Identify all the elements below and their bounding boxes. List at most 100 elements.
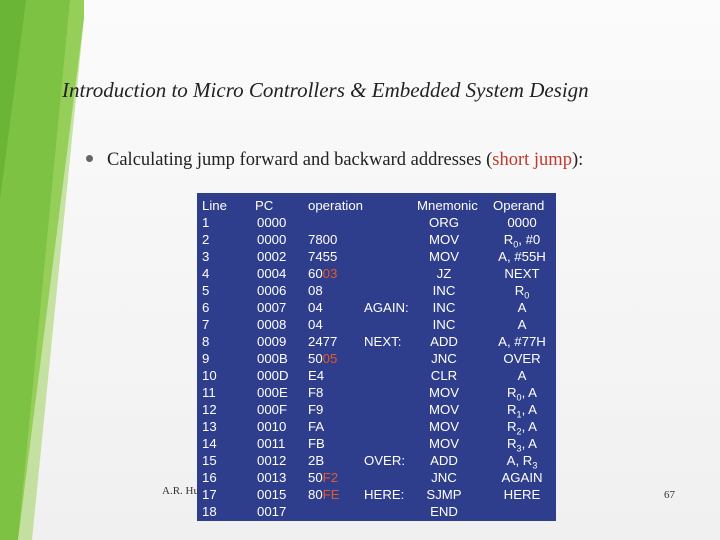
- cell-line: 8: [202, 334, 210, 349]
- cell-line: 18: [202, 504, 217, 519]
- header-pc: PC: [255, 198, 274, 213]
- cell-line: 5: [202, 283, 210, 298]
- cell-operation: 08: [308, 283, 323, 298]
- cell-pc: 0002: [257, 249, 287, 264]
- register-subscript: 1: [516, 409, 522, 420]
- operation-offset: 05: [322, 351, 338, 366]
- cell-line: 11: [202, 385, 216, 400]
- cell-operand: NEXT: [504, 266, 540, 281]
- cell-pc: 0010: [257, 419, 287, 434]
- cell-operand: HERE: [503, 487, 541, 502]
- cell-operation: 6003: [308, 266, 338, 281]
- register-subscript: 0: [513, 239, 519, 250]
- cell-mnemonic: ADD: [430, 334, 458, 349]
- bullet-highlight: short jump: [492, 150, 572, 170]
- cell-operand: A, #77H: [498, 334, 546, 349]
- cell-pc: 000F: [257, 402, 288, 417]
- cell-line: 15: [202, 453, 217, 468]
- cell-pc: 000B: [257, 351, 288, 366]
- cell-mnemonic: INC: [432, 300, 456, 315]
- cell-operand: AGAIN: [501, 470, 543, 485]
- cell-line: 10: [202, 368, 217, 383]
- cell-label: HERE:: [364, 487, 405, 502]
- cell-line: 7: [202, 317, 210, 332]
- cell-operand: A, R3: [506, 453, 538, 471]
- cell-operation: 04: [308, 317, 323, 332]
- register-subscript: 0: [524, 290, 530, 301]
- slide-title: Introduction to Micro Controllers & Embe…: [62, 78, 589, 102]
- cell-mnemonic: JZ: [436, 266, 452, 281]
- cell-line: 17: [202, 487, 217, 502]
- cell-line: 16: [202, 470, 217, 485]
- cell-mnemonic: END: [430, 504, 458, 519]
- table-row: 4 0004 6003 JZ NEXT: [197, 265, 556, 282]
- cell-operation: 5005: [308, 351, 338, 366]
- cell-operand: R2, A: [507, 419, 537, 437]
- cell-label: AGAIN:: [364, 300, 409, 315]
- cell-mnemonic: MOV: [428, 436, 460, 451]
- cell-pc: 0017: [257, 504, 287, 519]
- cell-operation: 7455: [308, 249, 338, 264]
- cell-line: 2: [202, 232, 210, 247]
- cell-line: 9: [202, 351, 210, 366]
- cell-mnemonic: INC: [432, 317, 456, 332]
- cell-pc: 0009: [257, 334, 287, 349]
- cell-operation: FA: [308, 419, 325, 434]
- cell-line: 3: [202, 249, 210, 264]
- table-row: 18 0017 END: [197, 503, 556, 520]
- cell-pc: 0000: [257, 232, 287, 247]
- cell-operand: R0: [514, 283, 530, 301]
- cell-operation: 80FE: [308, 487, 340, 502]
- cell-pc: 000D: [257, 368, 289, 383]
- cell-operand: OVER: [503, 351, 541, 366]
- header-operation: operation: [308, 198, 363, 213]
- cell-mnemonic: ADD: [430, 453, 458, 468]
- cell-pc: 0000: [257, 215, 287, 230]
- cell-label: NEXT:: [364, 334, 402, 349]
- cell-operand: A: [517, 317, 527, 332]
- cell-line: 4: [202, 266, 210, 281]
- register-subscript: 3: [516, 443, 522, 454]
- register-subscript: 3: [532, 460, 538, 471]
- cell-pc: 0007: [257, 300, 287, 315]
- page-number: 67: [664, 489, 675, 501]
- cell-operand: A: [517, 368, 527, 383]
- cell-operand: R0, #0: [503, 232, 541, 250]
- cell-pc: 0004: [257, 266, 287, 281]
- cell-operand: R3, A: [507, 436, 537, 454]
- cell-operand: 0000: [507, 215, 537, 230]
- operation-offset: 03: [322, 266, 338, 281]
- cell-pc: 0012: [257, 453, 287, 468]
- cell-pc: 000E: [257, 385, 288, 400]
- cell-line: 14: [202, 436, 217, 451]
- cell-operand: R1, A: [507, 402, 537, 420]
- bullet-item: Calculating jump forward and backward ad…: [86, 150, 583, 171]
- cell-mnemonic: JNC: [431, 470, 457, 485]
- cell-line: 13: [202, 419, 217, 434]
- cell-pc: 0011: [257, 436, 286, 451]
- cell-operation: 7800: [308, 232, 338, 247]
- cell-operation: E4: [308, 368, 325, 383]
- cell-operation: F8: [308, 385, 324, 400]
- cell-operation: 04: [308, 300, 323, 315]
- table-header: Line PC operation Mnemonic Operand: [197, 197, 556, 214]
- green-decorative-band: [0, 0, 84, 540]
- header-operand: Operand: [493, 198, 545, 213]
- cell-mnemonic: INC: [432, 283, 456, 298]
- cell-pc: 0015: [257, 487, 287, 502]
- cell-label: OVER:: [364, 453, 406, 468]
- cell-line: 6: [202, 300, 210, 315]
- cell-mnemonic: ORG: [428, 215, 460, 230]
